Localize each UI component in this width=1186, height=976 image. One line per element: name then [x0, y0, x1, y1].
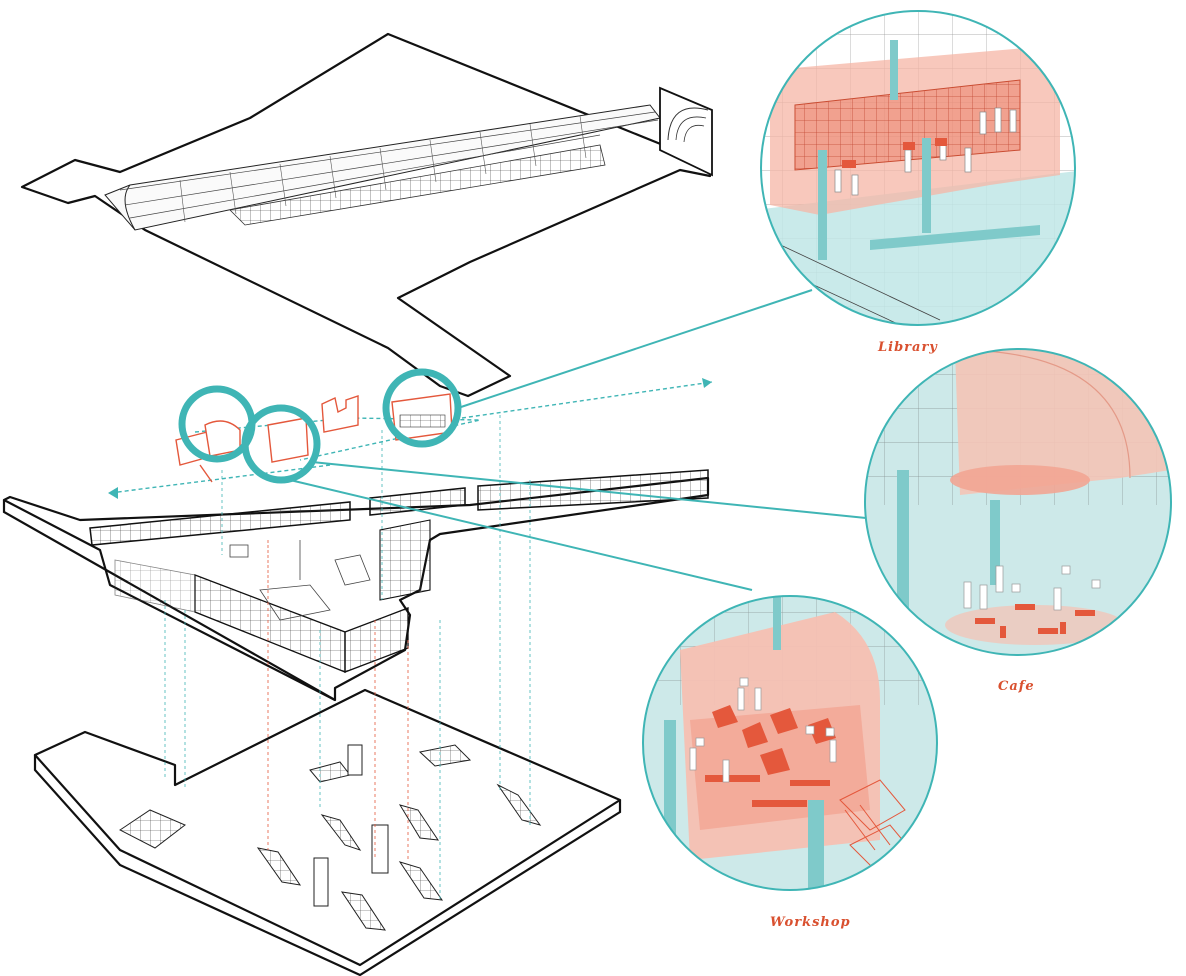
library-detail-view	[760, 10, 1076, 326]
cafe-highlight-ring	[241, 404, 321, 484]
roof-end-arch	[659, 86, 713, 177]
interior-furniture	[229, 540, 371, 621]
cafe-label: Cafe	[998, 679, 1035, 694]
roof-skylight	[104, 104, 661, 231]
curtain-wall-front	[114, 519, 431, 673]
roof-level	[20, 32, 713, 398]
library-highlight-ring	[382, 368, 462, 448]
projection-lines	[164, 415, 531, 900]
highlight-rings	[178, 368, 462, 484]
callout-leaders	[289, 289, 867, 591]
ground-cores	[313, 744, 389, 907]
library-label: Library	[878, 340, 938, 355]
workshop-label: Workshop	[770, 915, 851, 930]
cafe-detail-view	[864, 348, 1172, 656]
workshop-detail-view	[642, 595, 938, 891]
main-floor-plate	[2, 469, 710, 702]
ground-stairs	[119, 744, 542, 931]
ground-floor-plate	[33, 415, 622, 976]
